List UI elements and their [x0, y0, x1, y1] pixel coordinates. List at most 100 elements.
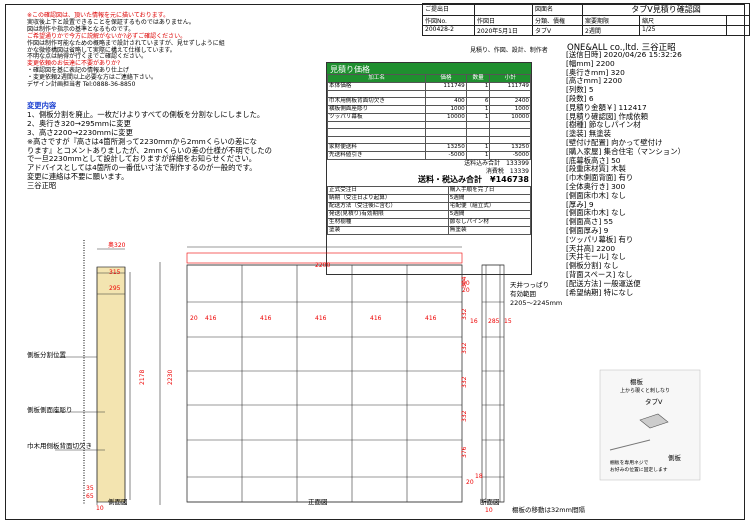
- dim-width: 2200: [315, 262, 330, 269]
- quote-cell: [489, 89, 531, 99]
- quote-title: 見積り価格: [327, 63, 531, 74]
- spec-line: [側板分割] なし: [566, 261, 619, 271]
- spec-line: [段数] 6: [566, 93, 594, 103]
- effective-range: 2205～2245mm: [510, 299, 562, 307]
- quote-row: [326, 135, 531, 144]
- change-item: 2、奥行き320→295mmに変更: [27, 118, 131, 128]
- shelf-pin-illustration: 棚板 上から覗くと刺しなり タブV 棚板を専用ネジで お好みの位置に固定します …: [599, 369, 701, 481]
- dim-10: 10: [96, 505, 104, 512]
- notice-line: 図は制作や指示の基準となるものです。: [27, 25, 135, 33]
- notice-line: ご希望通りかで今方に説解がないか?必ずご確認ください。: [27, 32, 187, 40]
- front-view-label: 正面図: [308, 498, 328, 506]
- spec-line: [購入家屋] 集合住宅（マンション）: [566, 146, 685, 156]
- pin-side: 側板: [668, 453, 682, 462]
- change-item: アドバイスとしては4箇所の一番低い寸法で制作するのが一般的です。: [27, 163, 257, 173]
- dim-20: 20: [190, 315, 198, 322]
- notice-line: 不明な点は納得が行くまでご確認ください。: [27, 53, 148, 61]
- quote-cell: 先送料値引き: [326, 150, 427, 160]
- changes-block: 変更内容 1、側板分割を廃止。一枚だけよりすべての側板を分割なしにしました。 2…: [27, 101, 272, 191]
- quote-cell: [326, 135, 427, 144]
- spec-list: [送信日時] 2020/04/26 15:32:26[幅mm] 2200[奥行き…: [566, 50, 685, 297]
- title-block: ご提出日図面名タブV見積り確認図 作図No.作図日分類、債権案要期限縮尺 200…: [422, 3, 750, 36]
- column-width-label: 416: [425, 315, 437, 322]
- spec-line: [見積り確認図] 作成依頼: [566, 111, 649, 121]
- spec-line: [側面高さ] 55: [566, 217, 614, 227]
- section-view-label: 断面図: [480, 497, 500, 506]
- tax-row: 消費税 13339: [485, 167, 529, 175]
- order-info-row: 塗装無塗装: [327, 225, 532, 235]
- dim-15: 15: [504, 318, 512, 325]
- spec-line: [側面床巾木] なし: [566, 190, 626, 200]
- pin-note: 上から覗くと刺しなり: [620, 387, 670, 394]
- section-view: [481, 264, 505, 503]
- column-width-label: 416: [260, 315, 272, 322]
- side-view: [55, 240, 161, 505]
- notice-line: 変更依頼のお伝達に不要がありか?: [27, 60, 121, 68]
- company-name: ONE&ALL co.,ltd. 三谷正昭: [567, 43, 676, 53]
- column-width-label: 416: [315, 315, 327, 322]
- quote-cell: [425, 135, 467, 144]
- notice-line: ※この確認図は、頂いた情報を元に描いております。: [27, 12, 170, 19]
- shelf-pitch-note: 棚板の移動は32mm間隔: [512, 505, 585, 514]
- dim-10b: 10: [485, 507, 493, 514]
- dim-35: 35: [86, 485, 94, 492]
- quote-cell: [326, 89, 427, 99]
- pitch-label: 376: [461, 446, 468, 458]
- total-row: 送料・税込み合計 ¥146738: [418, 174, 529, 184]
- notice-block: ※この確認図は、頂いた情報を元に描いております。 実収後上下と設置できることを保…: [27, 12, 225, 89]
- dim-315: 315: [109, 269, 121, 276]
- dim-20b: 20: [462, 287, 470, 294]
- quote-cell: [425, 89, 467, 99]
- service-label: 見積り、作図、設計、制作者: [470, 47, 548, 54]
- notice-line: かな微修構図は省略して実際に構えて仕様しています。: [27, 46, 176, 54]
- dim-65: 65: [86, 493, 94, 500]
- notice-line: 実収後上下と設置できることを保証するものではありません。: [27, 18, 195, 26]
- column-width-label: 416: [370, 315, 382, 322]
- dim-2178: 2178: [139, 370, 146, 385]
- changes-title: 変更内容: [27, 101, 57, 110]
- notice-line: ・変更依頼2週間以上必要な方はご連絡下さい。: [27, 74, 157, 82]
- spec-line: [側面厚み] 9: [566, 225, 609, 235]
- spec-line: [背面スペース] なし: [566, 269, 633, 279]
- spec-line: [希望納期] 特になし: [566, 287, 634, 297]
- pitch-label: 304: [461, 276, 468, 288]
- notice-line: ・確認図を基に表記の情報あり仕上げ: [27, 67, 130, 75]
- spec-line: [側面床巾木] なし: [566, 208, 626, 218]
- section-shelves: [482, 264, 504, 503]
- pitch-label: 332: [461, 342, 468, 354]
- spec-line: [塗装] 無塗装: [566, 129, 612, 139]
- spec-line: [巾木側面背面] 有り: [566, 173, 634, 183]
- callout-notch: 巾木用側板背面切欠き: [27, 441, 92, 450]
- change-item: ※高さですが『高さは4箇所測って2230mmから2mmくらいの差にな: [27, 136, 257, 146]
- pin-brand: タブV: [645, 397, 663, 406]
- spec-line: [配送方法] 一般運送便: [566, 278, 641, 288]
- spec-line: [壁付け配置] 向かって壁付け: [566, 137, 663, 147]
- order-info-cell: 無塗装: [447, 225, 532, 235]
- spec-line: [樹種] 節なしパイン材: [566, 120, 641, 130]
- drawing-term: 2週間: [582, 25, 640, 36]
- dim-285: 285: [488, 318, 500, 325]
- pitch-label: 332: [461, 308, 468, 320]
- spec-line: [高さmm] 2200: [566, 76, 623, 86]
- front-view: [186, 246, 463, 503]
- spec-line: [厚み] 9: [566, 199, 594, 209]
- pin-position-note: お好みの位置に固定します: [610, 466, 668, 473]
- pin-screw-note: 棚板を専用ネジで: [610, 459, 649, 466]
- subtotal-row: 送料込み合計 133399: [464, 159, 529, 167]
- quote-row: [326, 89, 531, 99]
- spec-line: [送信日時] 2020/04/26 15:32:26: [566, 50, 682, 59]
- spec-line: [奥行きmm] 320: [566, 67, 625, 77]
- notice-line: デザイン計画担当者 Tel:0888-36-8850: [27, 81, 136, 89]
- dim-depth: 奥320: [108, 241, 126, 249]
- spec-line: [見積り金額￥] 112417: [566, 102, 647, 112]
- change-item: で一旦2230mmとして設計しておりますが詳細をお知らせください。: [27, 154, 256, 164]
- dim-295: 295: [109, 285, 121, 292]
- notice-line: 作図は制作可能なための概略まで設計されていますが、見せずしように組: [27, 39, 225, 47]
- spec-line: [全体奥行き] 300: [566, 181, 626, 191]
- spec-line: [ツッパリ幕板] 有り: [566, 234, 634, 244]
- pin-label: 棚板: [630, 377, 644, 386]
